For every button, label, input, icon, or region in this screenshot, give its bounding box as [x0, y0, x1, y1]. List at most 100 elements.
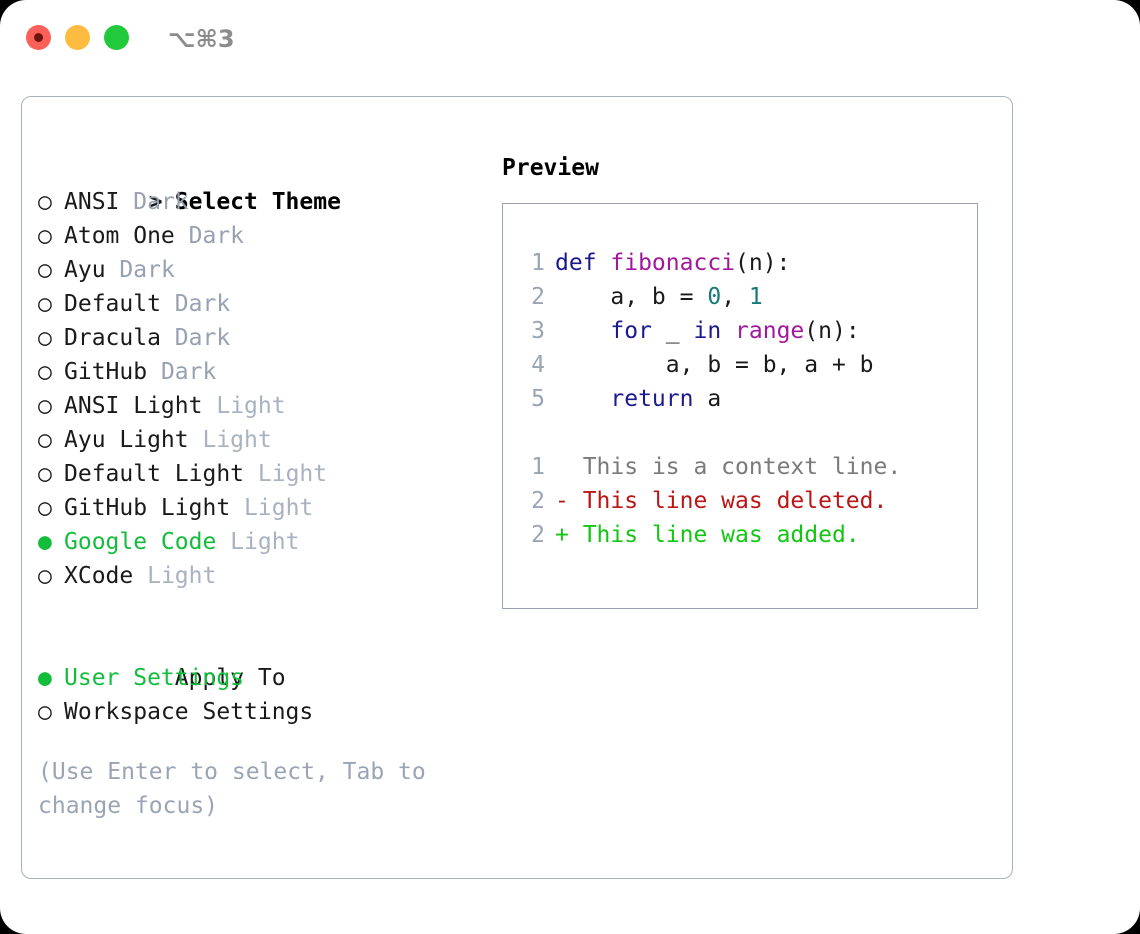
radio-unselected-icon[interactable]: ○: [38, 427, 52, 453]
line-number: 2: [531, 488, 545, 514]
code-line: 2 a, b = 0, 1: [519, 280, 901, 314]
apply-to-list-item[interactable]: ○ Workspace Settings: [38, 695, 488, 729]
theme-variant-tag: Dark: [188, 223, 245, 249]
theme-list-item[interactable]: ○Ayu Light Light: [38, 423, 488, 457]
keyboard-hint-text: (Use Enter to select, Tab to change focu…: [38, 759, 426, 819]
theme-list-item[interactable]: ○Default Dark: [38, 287, 488, 321]
line-number: 4: [531, 352, 545, 378]
radio-unselected-icon[interactable]: ○: [38, 223, 52, 249]
radio-unselected-icon[interactable]: ○: [38, 393, 52, 419]
radio-unselected-icon[interactable]: ○: [38, 563, 52, 589]
radio-unselected-icon[interactable]: ○: [38, 495, 52, 521]
theme-list-item[interactable]: ○GitHub Light Light: [38, 491, 488, 525]
radio-unselected-icon[interactable]: ○: [38, 257, 52, 283]
diff-sign: -: [555, 488, 569, 514]
code-token: a: [693, 386, 722, 412]
minimize-window-icon[interactable]: [65, 25, 90, 50]
theme-variant-tag: Light: [230, 529, 300, 555]
line-number: 2: [531, 284, 545, 310]
theme-name-label: Ayu Light: [64, 427, 189, 453]
theme-list-item[interactable]: ○ANSI Dark: [38, 185, 488, 219]
main-panel: >Select Theme ○ANSI Dark○Atom One Dark○A…: [21, 96, 1013, 879]
code-token: range: [735, 318, 805, 344]
radio-selected-icon[interactable]: ●: [38, 529, 52, 555]
label-tag-gap: [119, 189, 133, 215]
code-token: for: [555, 318, 652, 344]
theme-variant-tag: Dark: [160, 359, 217, 385]
close-window-icon[interactable]: [26, 25, 51, 50]
apply-to-header-label: Apply To: [174, 665, 286, 691]
theme-variant-tag: Dark: [174, 325, 231, 351]
code-token: in: [693, 318, 736, 344]
theme-name-label: ANSI Light: [64, 393, 203, 419]
code-token: a, b = b, a + b: [555, 352, 874, 378]
theme-variant-tag: Light: [257, 461, 328, 487]
prompt-caret-icon: >: [148, 189, 163, 215]
code-line: 5 return a: [519, 382, 901, 416]
traffic-light-controls: [26, 25, 129, 50]
diff-line: 1 This is a context line.: [519, 450, 901, 484]
apply-to-list: ● User Settings ○ Workspace Settings: [38, 661, 488, 729]
theme-variant-tag: Light: [147, 563, 217, 589]
line-number: 3: [531, 318, 545, 344]
apply-to-list-item[interactable]: ● User Settings: [38, 661, 488, 695]
theme-name-label: Atom One: [64, 223, 175, 249]
line-number: 1: [531, 250, 545, 276]
apply-to-label: Workspace Settings: [64, 699, 314, 725]
theme-name-label: GitHub Light: [64, 495, 231, 521]
theme-name-label: Google Code: [64, 529, 217, 555]
theme-list-item[interactable]: ○ XCode Light: [38, 559, 488, 593]
label-tag-gap: [244, 461, 258, 487]
theme-list-item[interactable]: ○ Atom One Dark: [38, 219, 488, 253]
label-tag-gap: [161, 325, 175, 351]
radio-unselected-icon[interactable]: ○: [38, 189, 52, 215]
code-token: (n):: [804, 318, 860, 344]
code-token: 0: [707, 284, 722, 310]
theme-name-label: Default Light: [64, 461, 245, 487]
code-token: return: [555, 386, 694, 412]
theme-list-item[interactable]: ○ GitHub Dark: [38, 355, 488, 389]
label-tag-gap: [175, 223, 189, 249]
theme-list-item[interactable]: ● Google Code Light: [38, 525, 488, 559]
theme-name-label: XCode: [64, 563, 134, 589]
theme-list-item[interactable]: ○ Dracula Dark: [38, 321, 488, 355]
code-token: ,: [721, 284, 749, 310]
diff-text: This line was added.: [568, 522, 860, 548]
radio-selected-icon[interactable]: ●: [38, 665, 52, 691]
label-tag-gap: [106, 257, 120, 283]
theme-name-label: Dracula: [64, 325, 161, 351]
code-token: def: [555, 250, 611, 276]
code-token: fibonacci: [610, 250, 736, 276]
radio-unselected-icon[interactable]: ○: [38, 291, 52, 317]
label-tag-gap: [133, 563, 147, 589]
theme-name-label: Default: [64, 291, 161, 317]
theme-variant-tag: Dark: [119, 257, 175, 283]
label-tag-gap: [161, 291, 175, 317]
theme-list-item[interactable]: ○ Default Light Light: [38, 457, 488, 491]
radio-unselected-icon[interactable]: ○: [38, 325, 52, 351]
diff-line: 2+ This line was added.: [519, 518, 901, 552]
preview-title: Preview: [502, 155, 599, 181]
diff-line: 2- This line was deleted.: [519, 484, 901, 518]
line-number: 1: [531, 454, 545, 480]
label-tag-gap: [216, 529, 230, 555]
code-token: a, b =: [555, 284, 708, 310]
theme-list-item[interactable]: ○Ayu Dark: [38, 253, 488, 287]
theme-name-label: GitHub: [64, 359, 148, 385]
apply-to-label: User Settings: [64, 665, 245, 691]
code-line: 3 for _ in range(n):: [519, 314, 901, 348]
radio-unselected-icon[interactable]: ○: [38, 699, 52, 725]
code-token: _: [651, 318, 694, 344]
maximize-window-icon[interactable]: [104, 25, 129, 50]
theme-list-item[interactable]: ○ANSI Light Light: [38, 389, 488, 423]
label-tag-gap: [202, 393, 216, 419]
apply-to-header: Apply To: [38, 627, 488, 691]
radio-unselected-icon[interactable]: ○: [38, 461, 52, 487]
radio-unselected-icon[interactable]: ○: [38, 359, 52, 385]
label-tag-gap: [230, 495, 244, 521]
diff-text: This is a context line.: [568, 454, 902, 480]
